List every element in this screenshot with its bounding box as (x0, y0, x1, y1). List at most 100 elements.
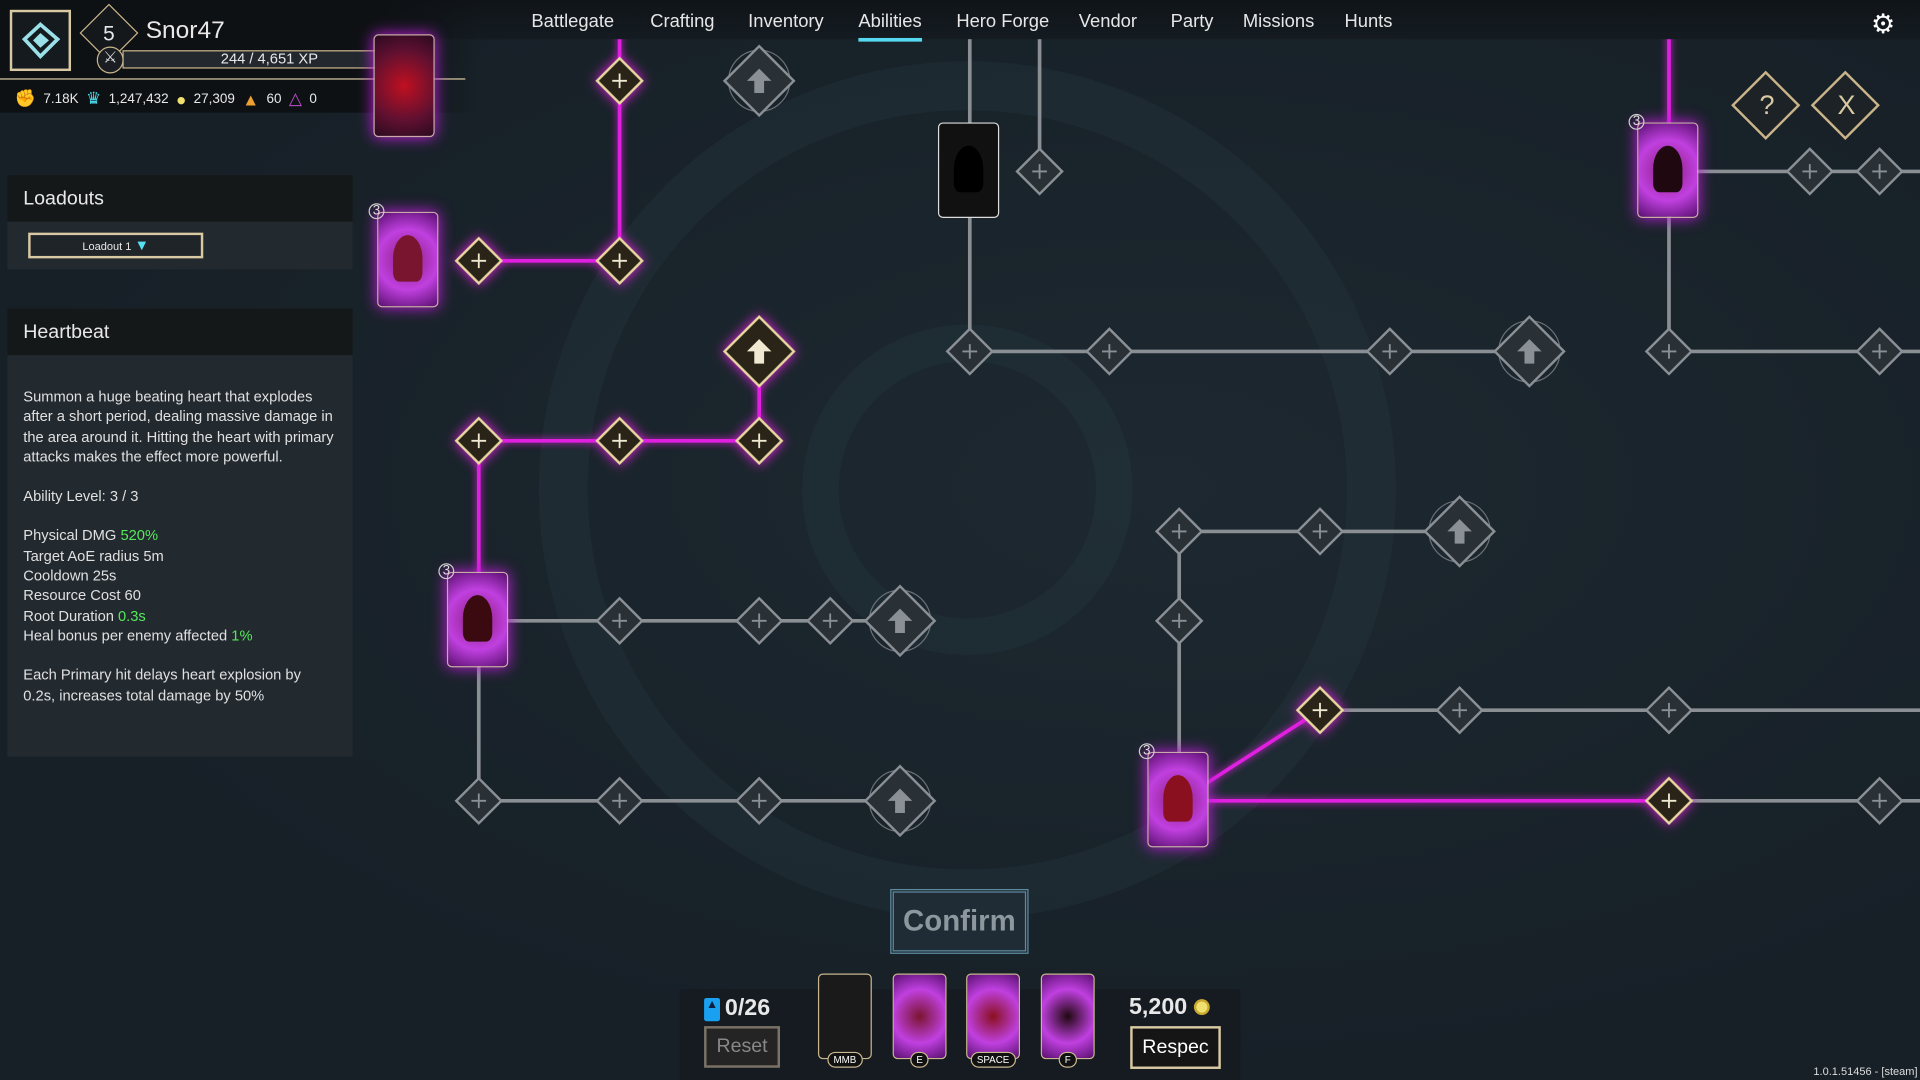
skill-node-purchased[interactable] (595, 416, 644, 466)
card-level-badge: 3 (438, 563, 455, 580)
skill-node[interactable] (1365, 327, 1415, 376)
ability-slot-f[interactable]: F (1040, 973, 1095, 1068)
ability-card[interactable] (377, 211, 439, 308)
arrow-up-icon (1517, 339, 1542, 364)
plus-icon (751, 433, 767, 449)
ability-card[interactable] (1637, 122, 1699, 218)
upgrade-node-purchased[interactable] (722, 315, 796, 388)
plus-icon (1032, 164, 1047, 179)
nav-tab-crafting[interactable]: Crafting (650, 11, 715, 32)
upgrade-node[interactable] (1493, 315, 1566, 388)
ability-art-icon (1653, 145, 1683, 193)
skill-node[interactable] (1644, 327, 1694, 376)
stat-label: Physical DMG (23, 527, 121, 545)
upgrade-node[interactable] (863, 764, 937, 838)
ability-slot-space[interactable]: SPACE (966, 973, 1021, 1068)
settings-gear-icon[interactable]: ⚙ (1871, 8, 1896, 40)
skill-node[interactable] (1644, 685, 1694, 735)
plus-icon (612, 253, 627, 269)
plus-icon (962, 344, 978, 359)
skill-node[interactable] (595, 596, 644, 646)
plus-icon (1312, 524, 1328, 539)
skill-node[interactable] (734, 596, 784, 646)
plus-icon (471, 253, 487, 269)
plus-icon (751, 613, 767, 629)
ability-slot-mmb[interactable]: MMB (817, 973, 872, 1068)
nav-tab-battlegate[interactable]: Battlegate (531, 11, 615, 32)
skill-node[interactable] (1855, 776, 1904, 826)
upgrade-node[interactable] (1423, 495, 1496, 568)
ability-stat: Target AoE radius 5m (23, 546, 336, 566)
ability-level: Ability Level: 3 / 3 (23, 487, 139, 505)
plus-icon (1312, 702, 1328, 718)
player-level: 5 (103, 22, 115, 46)
plus-icon (612, 613, 627, 629)
ability-card[interactable] (937, 122, 1000, 218)
arrow-up-icon (746, 339, 772, 364)
ability-card[interactable] (1147, 751, 1209, 848)
plus-icon (1872, 344, 1887, 359)
skill-node[interactable] (945, 327, 995, 376)
loadouts-panel: Loadouts Loadout 1 ▼ (7, 175, 353, 270)
skill-node-purchased[interactable] (454, 416, 504, 466)
confirm-button[interactable]: Confirm (890, 888, 1029, 954)
skill-node[interactable] (734, 776, 784, 826)
skill-node[interactable] (595, 776, 644, 826)
ability-description: Summon a huge beating heart that explode… (23, 388, 334, 466)
nav-tab-inventory[interactable]: Inventory (748, 11, 824, 32)
skill-node[interactable] (1435, 685, 1484, 735)
nav-tab-missions[interactable]: Missions (1242, 11, 1315, 32)
plus-icon (1872, 793, 1887, 809)
stat-label: Root Duration (23, 606, 119, 625)
card-level-badge: 3 (1138, 743, 1155, 760)
ability-card-partial[interactable] (373, 34, 435, 138)
plus-icon (612, 793, 627, 809)
upgrade-node[interactable] (722, 44, 796, 118)
skill-node[interactable] (1015, 147, 1064, 196)
skill-node[interactable] (1295, 507, 1345, 556)
plus-icon (1872, 164, 1887, 179)
plus-icon (1382, 344, 1398, 359)
stat-label: Resource Cost 60 (23, 586, 141, 605)
skill-node-purchased[interactable] (454, 236, 504, 286)
stat-value: 0 (309, 91, 317, 106)
skill-node[interactable] (454, 776, 504, 826)
ability-slot-e[interactable]: E (892, 973, 947, 1068)
reset-button[interactable]: Reset (704, 1026, 781, 1068)
nav-tab-party[interactable]: Party (1170, 11, 1214, 32)
skill-node-purchased[interactable] (1644, 776, 1694, 826)
keybind-label: F (1058, 1051, 1077, 1068)
plus-icon (1171, 613, 1187, 629)
skill-node-purchased[interactable] (734, 416, 784, 466)
fist-icon: ✊ (14, 88, 37, 108)
keybind-label: SPACE (970, 1051, 1016, 1068)
skill-node-purchased[interactable] (1295, 685, 1345, 735)
skill-points: ▲0/26 (704, 996, 770, 1023)
nav-tab-abilities[interactable]: Abilities (858, 11, 922, 42)
nav-tab-hunts[interactable]: Hunts (1344, 11, 1393, 32)
ability-details-panel: Heartbeat Summon a huge beating heart th… (7, 308, 353, 757)
skill-node[interactable] (1855, 327, 1904, 376)
gold-coin-icon (1193, 999, 1210, 1016)
skill-node[interactable] (1154, 596, 1204, 646)
upgrade-node[interactable] (863, 584, 937, 658)
skill-node[interactable] (1154, 507, 1204, 556)
card-level-badge: 3 (368, 203, 385, 220)
ability-card[interactable] (446, 571, 509, 668)
ability-stat: Physical DMG 520% (23, 526, 336, 546)
skill-node-purchased[interactable] (595, 236, 644, 286)
arrow-up-icon (746, 68, 772, 94)
skill-node[interactable] (805, 596, 855, 646)
loadout-dropdown[interactable]: Loadout 1 ▼ (28, 232, 204, 259)
skill-node-purchased[interactable] (595, 56, 644, 106)
skill-node[interactable] (1085, 327, 1134, 376)
ability-art-icon (462, 595, 493, 642)
skill-node[interactable] (1785, 147, 1835, 196)
nav-tab-vendor[interactable]: Vendor (1078, 11, 1137, 32)
nav-tab-hero-forge[interactable]: Hero Forge (956, 11, 1050, 32)
respec-button[interactable]: Respec (1130, 1026, 1221, 1069)
skill-node[interactable] (1855, 147, 1904, 196)
gold-coin-icon: ● (175, 88, 187, 109)
stat-value: 1% (231, 626, 253, 645)
keybind-label: E (910, 1051, 929, 1068)
